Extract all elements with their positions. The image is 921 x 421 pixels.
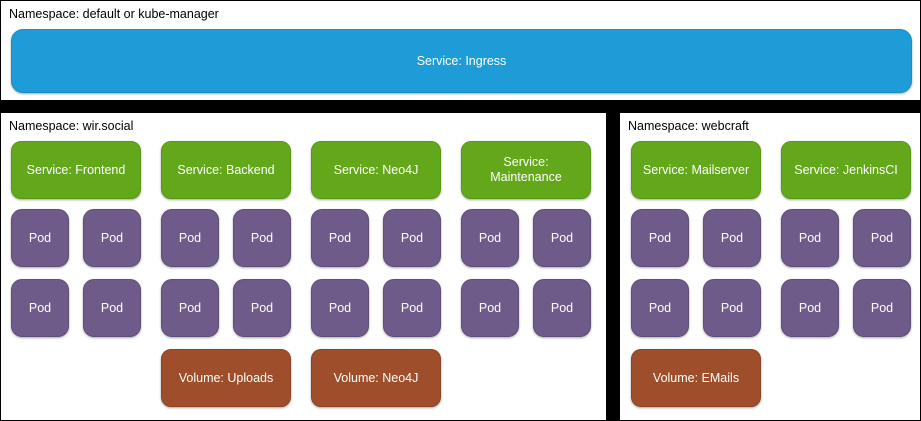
- volume-node-emails[interactable]: Volume: EMails: [631, 349, 761, 407]
- service-node-backend[interactable]: Service: Backend: [161, 141, 291, 199]
- pod-node[interactable]: Pod: [631, 279, 689, 337]
- pod-node[interactable]: Pod: [11, 209, 69, 267]
- service-node-mailserver[interactable]: Service: Mailserver: [631, 141, 761, 199]
- pod-node[interactable]: Pod: [781, 279, 839, 337]
- pod-node[interactable]: Pod: [83, 279, 141, 337]
- pod-node[interactable]: Pod: [161, 279, 219, 337]
- pod-node[interactable]: Pod: [311, 209, 369, 267]
- pod-node[interactable]: Pod: [703, 209, 761, 267]
- pod-node[interactable]: Pod: [781, 209, 839, 267]
- namespace-panel-default: Namespace: default or kube-manager Servi…: [0, 0, 921, 101]
- volume-node-uploads[interactable]: Volume: Uploads: [161, 349, 291, 407]
- service-node-jenkinsci[interactable]: Service: JenkinsCI: [781, 141, 911, 199]
- pod-node[interactable]: Pod: [311, 279, 369, 337]
- pod-node[interactable]: Pod: [233, 279, 291, 337]
- pod-node[interactable]: Pod: [853, 279, 911, 337]
- pod-node[interactable]: Pod: [83, 209, 141, 267]
- pod-node[interactable]: Pod: [461, 209, 519, 267]
- namespace-panel-wir-social: Namespace: wir.social Service: Frontend …: [0, 112, 607, 421]
- pod-node[interactable]: Pod: [853, 209, 911, 267]
- pod-node[interactable]: Pod: [461, 279, 519, 337]
- namespace-label-webcraft: Namespace: webcraft: [628, 119, 749, 133]
- pod-node[interactable]: Pod: [161, 209, 219, 267]
- pod-node[interactable]: Pod: [703, 279, 761, 337]
- pod-node[interactable]: Pod: [383, 209, 441, 267]
- volume-node-neo4j[interactable]: Volume: Neo4J: [311, 349, 441, 407]
- pod-node[interactable]: Pod: [11, 279, 69, 337]
- service-node-ingress[interactable]: Service: Ingress: [11, 29, 912, 93]
- pod-node[interactable]: Pod: [533, 279, 591, 337]
- namespace-label-default: Namespace: default or kube-manager: [9, 7, 219, 21]
- pod-node[interactable]: Pod: [383, 279, 441, 337]
- pod-node[interactable]: Pod: [233, 209, 291, 267]
- service-node-neo4j[interactable]: Service: Neo4J: [311, 141, 441, 199]
- namespace-panel-webcraft: Namespace: webcraft Service: Mailserver …: [619, 112, 921, 421]
- service-node-frontend[interactable]: Service: Frontend: [11, 141, 141, 199]
- service-node-maintenance[interactable]: Service: Maintenance: [461, 141, 591, 199]
- pod-node[interactable]: Pod: [631, 209, 689, 267]
- pod-node[interactable]: Pod: [533, 209, 591, 267]
- namespace-label-wir-social: Namespace: wir.social: [9, 119, 134, 133]
